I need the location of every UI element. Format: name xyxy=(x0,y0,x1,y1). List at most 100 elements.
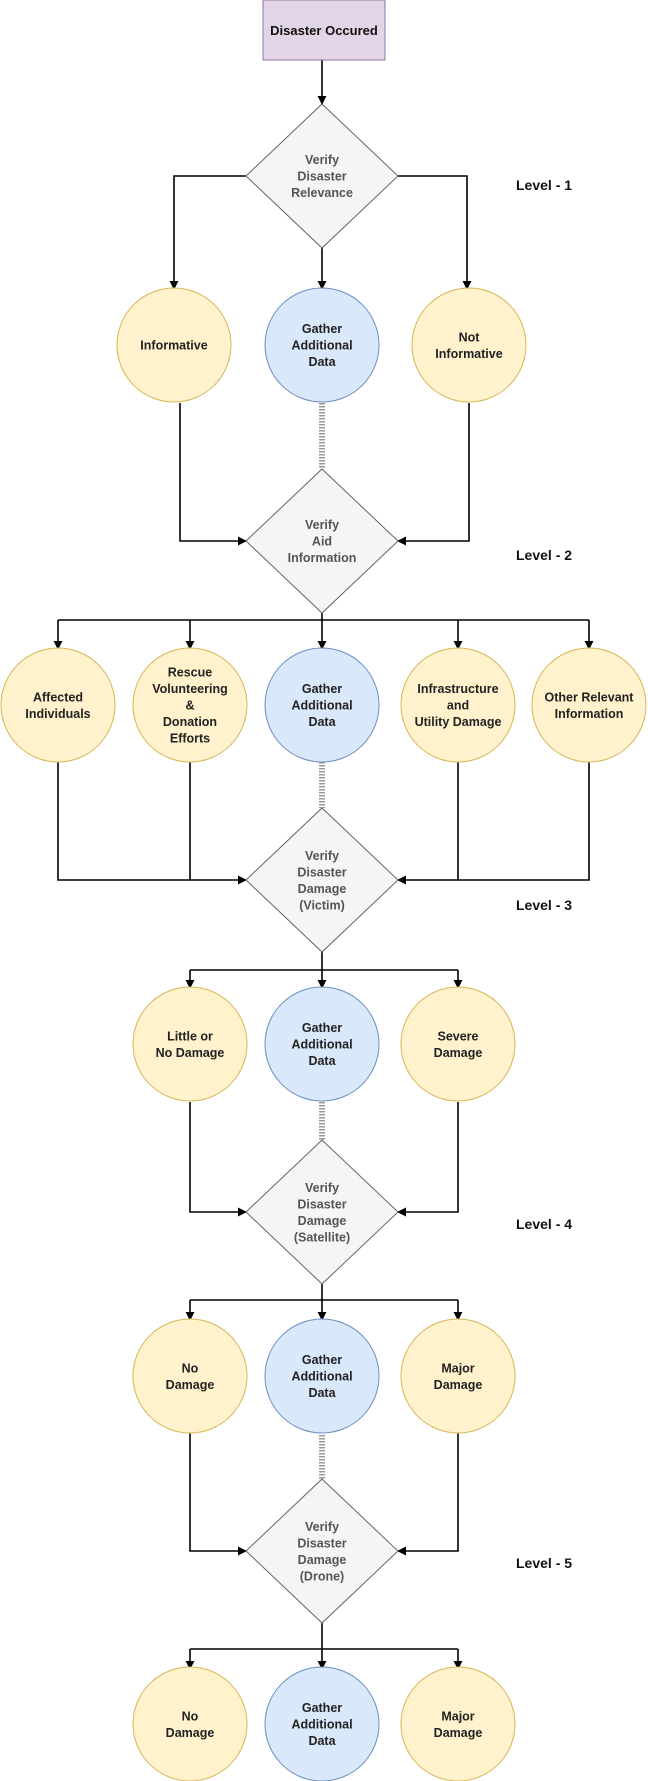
decision-aid-information-label-line: Aid xyxy=(312,535,332,549)
node-gather-4-shape xyxy=(264,1318,380,1434)
decision-damage-satellite-label-line: (Satellite) xyxy=(294,1230,350,1244)
node-severe-damage-label-line: Severe xyxy=(437,1029,478,1043)
level-label-2: Level - 2 xyxy=(516,547,572,563)
node-little-damage-label: Little or No Damage xyxy=(156,1029,225,1060)
node-infrastructure-damage-label-line: and xyxy=(447,699,469,713)
node-gather-3-shape xyxy=(264,986,380,1102)
node-infrastructure-damage-label-line: Utility Damage xyxy=(415,715,502,729)
start-node-label: Disaster Occured xyxy=(270,23,378,38)
decision-relevance-label-line: Verify xyxy=(305,153,339,167)
level-label-3: Level - 3 xyxy=(516,897,572,913)
node-other-relevant-label-line: Other Relevant xyxy=(545,690,635,704)
node-major-damage-4-shape xyxy=(400,1318,516,1434)
node-gather-5-label-line: Data xyxy=(308,1734,336,1748)
node-gather-4-label-line: Data xyxy=(308,1386,336,1400)
decision-damage-victim-label-line: Damage xyxy=(298,882,347,896)
node-informative-label-line: Informative xyxy=(140,339,207,353)
node-not-informative-label-line: Not xyxy=(459,330,481,344)
node-no-damage-5-label-line: No xyxy=(182,1709,199,1723)
edge-informative-to-d2 xyxy=(179,403,247,546)
decision-damage-satellite-label-line: Disaster xyxy=(297,1197,346,1211)
edge-little-damage-to-d4 xyxy=(189,1102,247,1217)
node-rescue-volunteering-label-line: Rescue xyxy=(168,666,213,680)
edge-severe-to-d4 xyxy=(397,1102,459,1217)
decision-aid-information-shape xyxy=(245,468,399,614)
edge-major-to-d5 xyxy=(397,1432,459,1556)
node-little-damage: Little or No Damage xyxy=(132,986,248,1102)
dotted-gather1-to-d2 xyxy=(319,403,325,469)
start-node-shape xyxy=(262,0,386,61)
node-little-damage-label-line: No Damage xyxy=(156,1046,225,1060)
level-label-4: Level - 4 xyxy=(516,1216,572,1232)
start-node: Disaster Occured xyxy=(262,0,386,61)
node-informative-shape xyxy=(116,287,232,403)
decision-damage-drone-label-line: Verify xyxy=(305,1520,339,1534)
node-major-damage-5-label-line: Damage xyxy=(434,1726,483,1740)
node-infrastructure-damage-shape xyxy=(400,647,516,763)
node-no-damage-5-shape xyxy=(132,1666,248,1781)
node-gather-1-shape xyxy=(264,287,380,403)
dotted-gather2-to-d3 xyxy=(319,762,325,808)
decision-relevance-shape xyxy=(245,103,399,249)
node-gather-3-label-line: Data xyxy=(308,1054,336,1068)
node-rescue-volunteering-label-line: & xyxy=(185,699,194,713)
decision-aid-information-label-line: Verify xyxy=(305,518,339,532)
edge-not-informative-to-d2 xyxy=(397,403,470,546)
node-rescue-volunteering-label-line: Volunteering xyxy=(152,682,227,696)
decision-damage-drone-label-line: (Drone) xyxy=(300,1569,344,1583)
node-severe-damage-shape xyxy=(400,986,516,1102)
node-major-damage-5-label-line: Major xyxy=(441,1709,474,1723)
decision-relevance-label-line: Disaster xyxy=(297,170,346,184)
node-gather-5-label-line: Gather xyxy=(302,1701,342,1715)
node-gather-1-label-line: Data xyxy=(308,355,336,369)
node-gather-1-label-line: Gather xyxy=(302,322,342,336)
decision-damage-satellite-label-line: Damage xyxy=(298,1214,347,1228)
node-no-damage-4-label-line: Damage xyxy=(166,1378,215,1392)
node-rescue-volunteering-label-line: Donation xyxy=(163,715,217,729)
node-gather-3-label-line: Additional xyxy=(291,1038,352,1052)
edge-affected-to-d3 xyxy=(57,760,247,885)
node-gather-2-shape xyxy=(264,647,380,763)
edge-no-damage-to-d5 xyxy=(189,1432,247,1556)
node-gather-2-label-line: Gather xyxy=(302,682,342,696)
node-little-damage-label-line: Little or xyxy=(167,1029,213,1043)
node-gather-2-label-line: Data xyxy=(308,715,336,729)
decision-damage-drone-label-line: Damage xyxy=(298,1553,347,1567)
dotted-gather4-to-d5 xyxy=(319,1432,325,1479)
decision-damage-victim-shape xyxy=(245,807,399,953)
decision-relevance-label-line: Relevance xyxy=(291,186,353,200)
level-label-1: Level - 1 xyxy=(516,177,572,193)
node-gather-5-shape xyxy=(264,1666,380,1781)
node-gather-5-label-line: Additional xyxy=(291,1718,352,1732)
dotted-gather3-to-d4 xyxy=(319,1102,325,1140)
node-major-damage-5-shape xyxy=(400,1666,516,1781)
decision-damage-satellite-shape xyxy=(245,1139,399,1285)
node-affected-individuals-label-line: Affected xyxy=(33,690,83,704)
node-rescue-volunteering-label-line: Efforts xyxy=(170,732,210,746)
node-infrastructure-damage-label-line: Infrastructure xyxy=(417,682,498,696)
node-little-damage-shape xyxy=(132,986,248,1102)
